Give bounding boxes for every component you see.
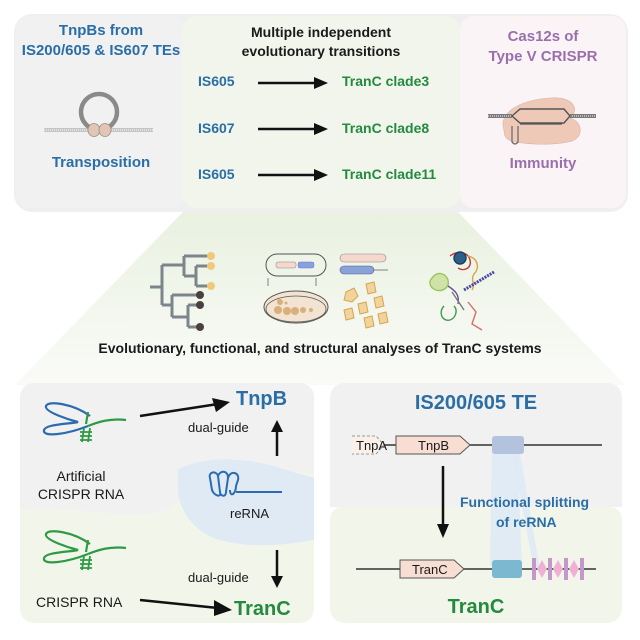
transitions-title-line2: evolutionary transitions	[241, 43, 401, 59]
transition-arrow-2	[258, 123, 328, 135]
rerna-icon	[208, 470, 282, 497]
transition-to-3: TranC clade11	[342, 166, 437, 182]
transposition-caption: Transposition	[51, 154, 151, 171]
protein-rna-structure-icon	[429, 251, 495, 331]
green-crispr-rna-icon	[42, 530, 127, 571]
transition-to-2: TranC clade8	[342, 120, 430, 136]
rerna-label: reRNA	[230, 506, 270, 521]
is200-605-locus	[352, 435, 602, 455]
transposon-loop-icon	[44, 91, 153, 137]
transition-arrow-3	[258, 169, 328, 181]
transition-from-1: IS605	[198, 73, 235, 89]
transition-arrow-1	[258, 77, 328, 89]
cas12-panel-title-line1: Cas12s of	[507, 28, 579, 45]
artificial-to-tnpb-arrow	[139, 398, 230, 418]
rerna-to-tranc-arrow	[271, 550, 283, 588]
transition-from-3: IS605	[198, 166, 235, 182]
functional-assay-icon	[263, 253, 389, 329]
tnpb-to-tranc-evolution-arrow	[437, 466, 449, 538]
artificial-crispr-rna-icon	[42, 402, 127, 443]
cas12-panel-title-line2: Type V CRISPR	[488, 48, 598, 65]
tranc-gene-label: TranC	[412, 562, 448, 577]
cas12-protein-dna-icon	[488, 97, 596, 145]
transition-to-1: TranC clade3	[342, 73, 430, 89]
tnpa-gene-label: TnpA	[356, 438, 388, 453]
transitions-title-line1: Multiple independent	[251, 24, 391, 40]
crispr-rna-to-tranc-arrow	[139, 598, 232, 616]
transition-from-2: IS607	[198, 120, 235, 136]
artificial-crispr-rna-label-line2: CRISPR RNA	[37, 486, 125, 502]
is200-605-te-title: IS200/605 TE	[414, 392, 538, 414]
crispr-rna-label: CRISPR RNA	[36, 594, 123, 610]
immunity-caption: Immunity	[509, 155, 577, 172]
artificial-crispr-rna-label-line1: Artificial	[56, 468, 106, 484]
tnpb-panel-title-line1: TnpBs from	[58, 22, 144, 39]
tranc-locus	[356, 558, 596, 580]
dual-guide-bottom-label: dual-guide	[188, 570, 249, 585]
functional-splitting-label-line2: of reRNA	[496, 514, 557, 530]
tranc-footer-label: TranC	[447, 596, 505, 618]
functional-splitting-label-line1: Functional splitting	[460, 494, 590, 510]
tnpb-target-label: TnpB	[236, 388, 288, 410]
dual-guide-top-label: dual-guide	[188, 420, 249, 435]
tnpb-panel-title-line2: IS200/605 & IS607 TEs	[21, 42, 181, 59]
tranc-target-label: TranC	[234, 598, 291, 620]
analyses-caption: Evolutionary, functional, and structural…	[98, 340, 542, 356]
tnpb-gene-label: TnpB	[418, 438, 450, 453]
phylogenetic-tree-icon	[150, 252, 215, 331]
rerna-to-tnpb-arrow	[271, 420, 283, 456]
transposition-panel	[16, 16, 186, 208]
